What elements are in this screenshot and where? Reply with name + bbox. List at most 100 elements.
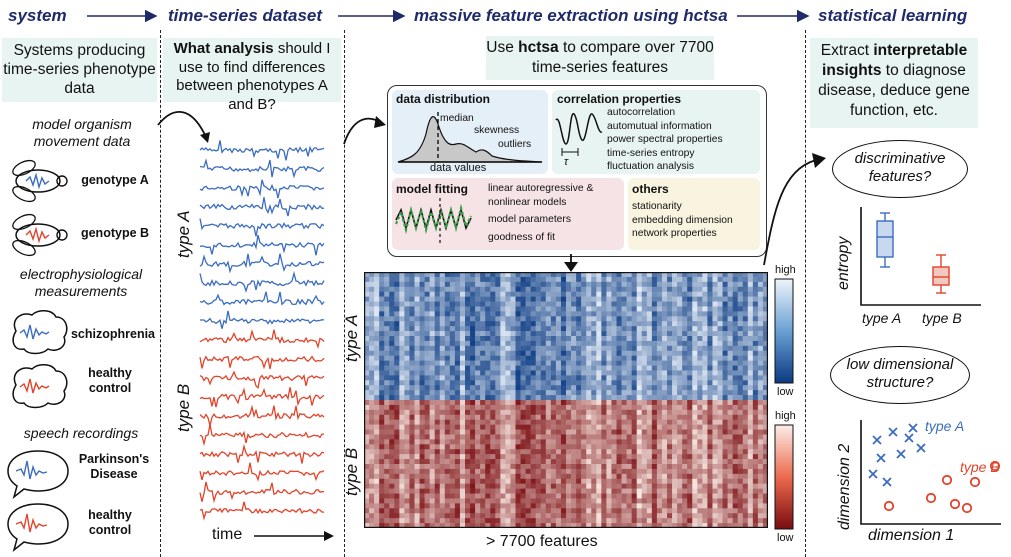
scatter-type-b: type B (960, 459, 1000, 475)
matrix-cell (555, 400, 562, 406)
matrix-cell (596, 370, 602, 376)
matrix-cell (459, 296, 466, 302)
matrix-cell (566, 513, 572, 519)
matrix-cell (364, 409, 370, 416)
matrix-cell (732, 523, 738, 528)
matrix-cell (459, 454, 466, 460)
matrix-cell (762, 473, 768, 480)
matrix-cell (434, 459, 441, 465)
matrix-cell (475, 439, 481, 445)
matrix-cell (586, 493, 592, 499)
matrix-cell (596, 459, 602, 465)
matrix-cell (727, 390, 733, 396)
matrix-cell (429, 340, 435, 347)
matrix-cell (399, 380, 405, 386)
matrix-cell (621, 508, 627, 514)
matrix-cell (394, 306, 400, 312)
matrix-cell (626, 385, 632, 391)
matrix-cell (641, 276, 648, 283)
matrix-cell (707, 429, 713, 435)
matrix-cell (419, 449, 425, 455)
matrix-cell (651, 464, 658, 470)
matrix-cell (742, 464, 749, 470)
matrix-cell (656, 508, 663, 514)
matrix-cell (530, 365, 536, 371)
matrix-cell (581, 400, 587, 406)
matrix-cell (702, 473, 708, 480)
extract-caption: Extract interpretable insights to diagno… (810, 38, 978, 128)
matrix-cell (510, 478, 516, 484)
matrix-cell (631, 276, 637, 283)
matrix-cell (444, 414, 451, 420)
matrix-cell (586, 331, 592, 337)
matrix-cell (444, 336, 451, 342)
matrix-cell (611, 355, 617, 361)
matrix-cell (399, 375, 405, 381)
matrix-cell (449, 503, 456, 509)
matrix-cell (369, 429, 375, 435)
matrix-cell (656, 424, 663, 430)
matrix-cell (571, 331, 577, 337)
matrix-cell (434, 281, 441, 288)
matrix-cell (682, 518, 688, 524)
matrix-cell (560, 395, 567, 401)
matrix-cell (540, 429, 547, 435)
matrix-cell (434, 468, 441, 475)
matrix-cell (414, 523, 420, 528)
matrix-cell (646, 498, 653, 504)
matrix-cell (424, 370, 430, 376)
matrix-cell (596, 355, 602, 361)
matrix-cell (747, 286, 754, 292)
matrix-cell (727, 355, 733, 361)
matrix-cell (470, 483, 476, 489)
matrix-cell (752, 503, 759, 509)
matrix-cell (389, 345, 395, 352)
matrix-cell (520, 331, 526, 337)
matrix-cell (535, 454, 542, 460)
matrix-cell (550, 390, 557, 396)
matrix-cell (762, 483, 768, 489)
matrix-cell (727, 375, 733, 381)
matrix-cell (414, 326, 420, 332)
matrix-cell (545, 286, 552, 292)
matrix-cell (672, 444, 678, 450)
matrix-cell (571, 483, 577, 489)
time-series-trace (199, 404, 325, 426)
matrix-cell (520, 306, 526, 312)
matrix-cell (490, 380, 496, 386)
matrix-cell (404, 454, 410, 460)
matrix-cell (495, 473, 501, 480)
matrix-cell (576, 518, 582, 524)
matrix-cell (490, 478, 496, 484)
matrix-cell (500, 488, 506, 494)
matrix-cell (752, 365, 759, 371)
matrix-cell (394, 395, 400, 401)
matrix-cell (495, 296, 501, 302)
matrix-cell (404, 301, 410, 307)
matrix-cell (384, 444, 390, 450)
matrix-cell (677, 301, 683, 307)
matrix-cell (389, 395, 395, 401)
matrix-cell (414, 286, 420, 292)
matrix-cell (394, 439, 400, 445)
matrix-cell (752, 429, 759, 435)
matrix-cell (470, 311, 476, 317)
matrix-cell (560, 380, 567, 386)
matrix-cell (525, 316, 531, 322)
matrix-cell (611, 301, 617, 307)
matrix-cell (641, 454, 648, 460)
matrix-cell (480, 483, 486, 489)
matrix-cell (505, 365, 511, 371)
matrix-cell (762, 385, 768, 391)
matrix-cell (687, 493, 693, 499)
matrix-cell (677, 350, 683, 356)
matrix-cell (601, 483, 607, 489)
matrix-cell (535, 321, 542, 327)
matrix-cell (742, 419, 749, 425)
matrix-cell (566, 286, 572, 292)
matrix-cell (762, 276, 768, 283)
matrix-cell (535, 355, 542, 361)
matrix-cell (651, 424, 658, 430)
matrix-cell (581, 424, 587, 430)
matrix-cell (535, 395, 542, 401)
